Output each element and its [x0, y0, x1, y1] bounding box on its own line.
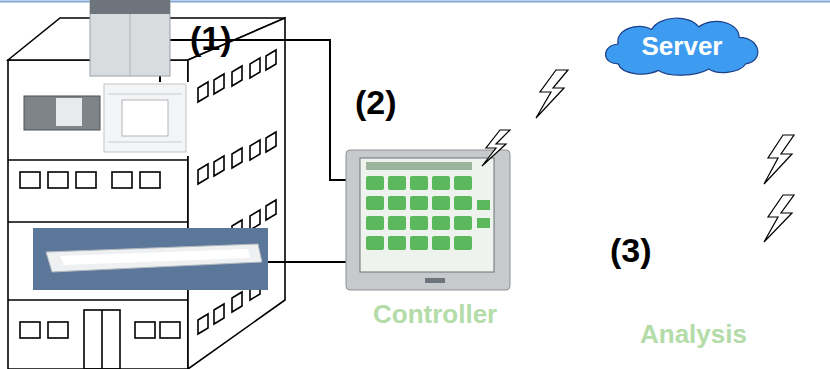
callout-number: (2)	[355, 84, 397, 121]
function-label: Analysis	[640, 320, 747, 349]
indoor-units	[18, 82, 190, 156]
device-label: Controller	[373, 300, 497, 329]
controller-device	[346, 150, 510, 290]
node-text: Server	[642, 32, 723, 61]
lighting-fixture	[33, 228, 268, 290]
callout-number: (3)	[610, 232, 652, 269]
wireless-symbols	[482, 70, 794, 242]
callout-number: (1)	[190, 20, 232, 57]
cloud-node: Server	[598, 11, 766, 77]
outdoor-unit	[90, 0, 170, 76]
